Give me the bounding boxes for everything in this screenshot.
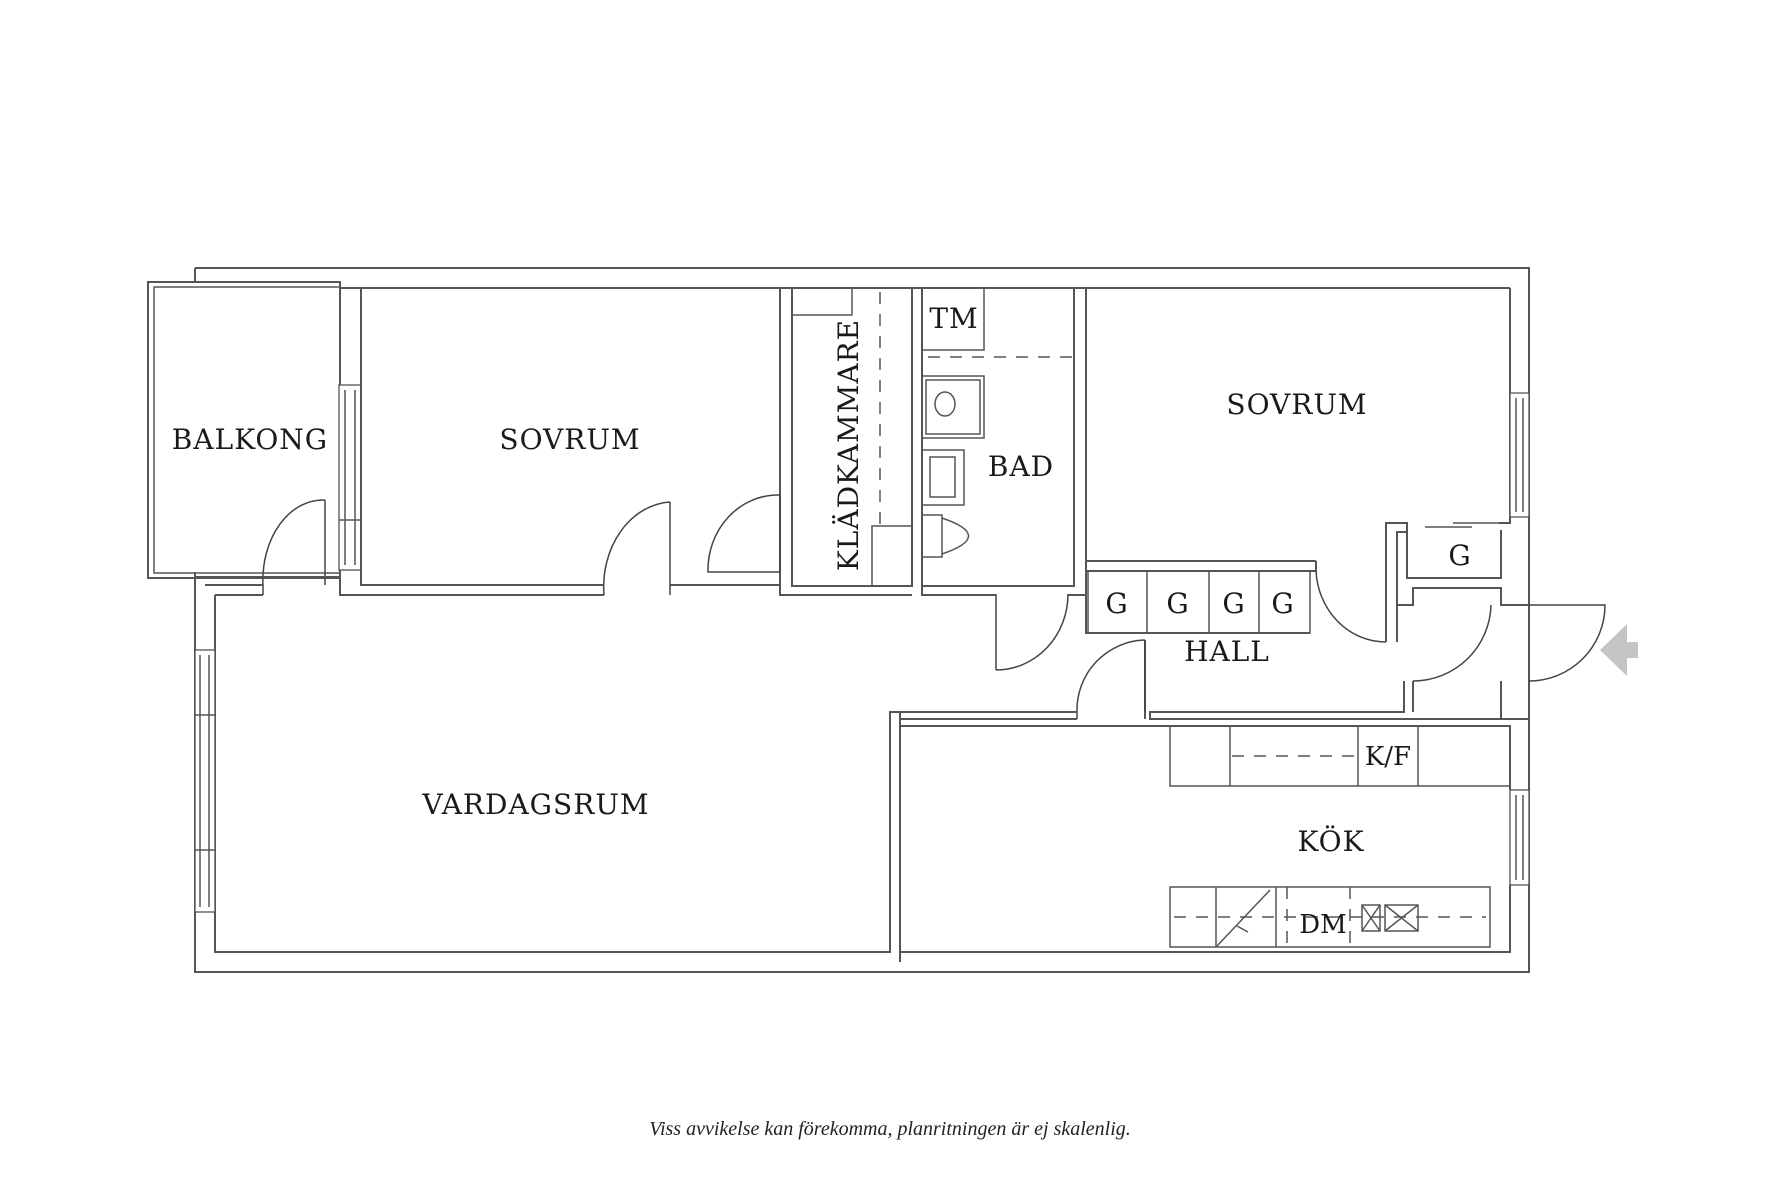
door-living — [1076, 639, 1146, 719]
closet-label-5: G — [1448, 539, 1471, 572]
door-bedroom-2 — [1315, 570, 1387, 643]
window-kitchen — [1509, 789, 1530, 886]
room-label-bedroom-2: SOVRUM — [1226, 388, 1367, 421]
room-label-kitchen: KÖK — [1297, 824, 1364, 858]
kitchen — [900, 725, 1511, 953]
bathroom — [921, 287, 1075, 587]
appliance-label-fridge-freezer: K/F — [1365, 742, 1411, 772]
closet-label-1: G — [1105, 587, 1128, 620]
bedroom-2 — [1085, 288, 1511, 595]
room-label-living: VARDAGSRUM — [421, 788, 649, 821]
living-room — [195, 576, 901, 962]
window-bedroom-2 — [1509, 392, 1530, 518]
room-label-walk-in-closet: KLÄDKAMMARE — [832, 319, 865, 571]
closet-small — [1385, 517, 1511, 642]
room-label-bathroom: BAD — [988, 450, 1054, 483]
closet-label-4: G — [1271, 587, 1294, 620]
door-closet — [707, 494, 781, 573]
window-balcony — [338, 384, 362, 571]
window-living — [194, 649, 216, 913]
room-label-bedroom-1: SOVRUM — [499, 423, 640, 456]
room-label-balkong: BALKONG — [172, 423, 328, 456]
room-label-tm: TM — [929, 302, 978, 335]
closet-label-2: G — [1166, 587, 1189, 620]
closet-label-3: G — [1222, 587, 1245, 620]
door-balcony — [262, 499, 326, 595]
entrance-arrow-icon — [1600, 624, 1638, 676]
door-hall-inner — [1412, 604, 1492, 682]
door-entrance — [1528, 604, 1606, 682]
walk-in-closet — [791, 287, 913, 587]
room-label-hall: HALL — [1184, 635, 1270, 668]
door-bedroom-1 — [602, 501, 671, 596]
appliance-label-dishwasher: DM — [1299, 910, 1346, 940]
door-bathroom — [995, 593, 1069, 671]
hall — [900, 587, 1606, 720]
disclaimer-text: Viss avvikelse kan förekomma, planritnin… — [649, 1118, 1131, 1140]
